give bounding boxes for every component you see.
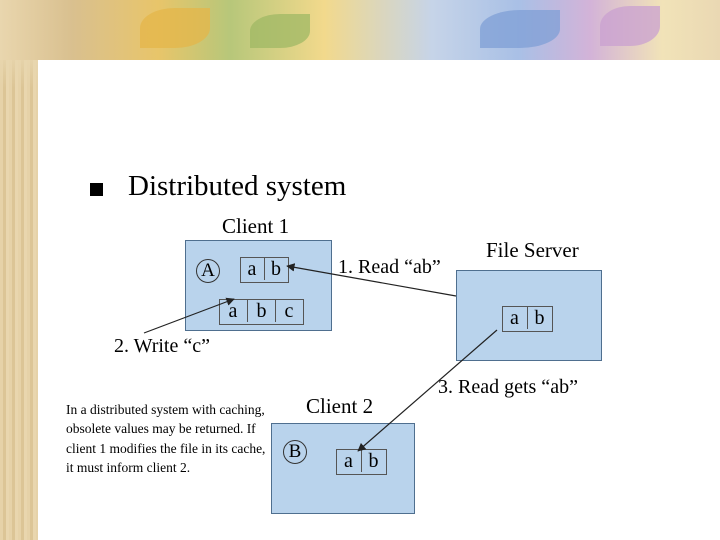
client1-cache-bottom-cell: a (228, 300, 238, 322)
file-server-box (456, 270, 602, 361)
client1-cache-top-cell: a (247, 258, 257, 280)
client1-cache-top-cell: b (264, 258, 287, 280)
client2-box (271, 423, 415, 514)
step-write-label: 2. Write “c” (114, 335, 210, 357)
client2-data-cell: a (344, 450, 353, 472)
leaf-decoration (140, 8, 210, 48)
leaf-decoration (480, 10, 560, 48)
process-a-circle: A (196, 259, 220, 283)
slide-title: Distributed system (128, 170, 347, 202)
bullet-square-icon (90, 183, 103, 196)
decorative-left-strip (0, 0, 38, 540)
leaf-decoration (600, 6, 660, 46)
file-server-label: File Server (486, 238, 579, 262)
file-server-data (502, 306, 553, 332)
client2-data-cell: b (361, 450, 385, 472)
step-read-gets-label: 3. Read gets “ab” (438, 376, 578, 398)
client1-cache-bottom-cell: b (247, 300, 275, 322)
client1-label: Client 1 (222, 214, 290, 238)
explanation-note: In a distributed system with caching, ob… (66, 402, 266, 476)
file-server-data-cell: a (510, 307, 519, 329)
read-gets-arrow (357, 329, 498, 452)
process-b-circle: B (283, 440, 307, 464)
file-server-data-cell: b (527, 307, 551, 329)
leaf-decoration (250, 14, 310, 48)
step-read-label: 1. Read “ab” (338, 256, 441, 278)
client1-box (185, 240, 332, 331)
client1-cache-bottom-cell: c (275, 300, 302, 322)
client2-label: Client 2 (306, 394, 374, 418)
decorative-header-banner (0, 0, 720, 60)
read-arrow (286, 263, 457, 297)
write-arrow (143, 297, 235, 334)
client1-cache-bottom (219, 299, 304, 325)
